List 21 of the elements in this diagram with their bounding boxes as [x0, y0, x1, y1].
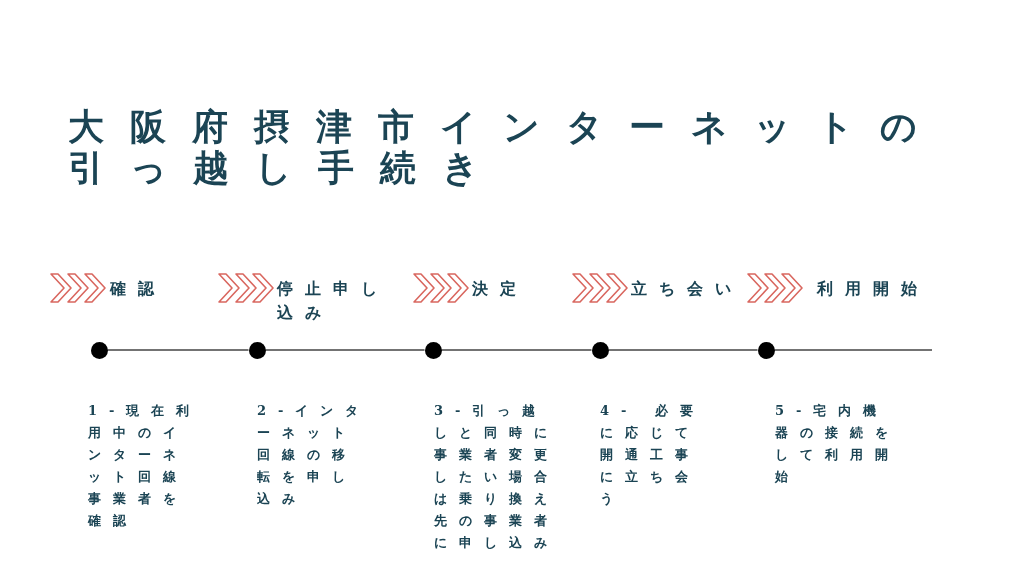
timeline-line [440, 349, 593, 351]
timeline-line [106, 349, 250, 351]
timeline-dot [591, 341, 609, 359]
timeline-line [264, 349, 426, 351]
timeline-line [773, 349, 933, 351]
timeline-dot [424, 341, 442, 359]
step-description: 2-インターネット回線の移転を申し込み [257, 402, 372, 508]
step-description: 1-現在利用中のインターネット回線事業者を確認 [88, 402, 203, 530]
step-heading: 決定 [472, 278, 528, 300]
step-description: 4- 必要に応じて開通工事に立ち会う [600, 402, 706, 508]
step-heading: 立ち会い [631, 278, 743, 300]
timeline-dot [90, 341, 108, 359]
timeline-dot [248, 341, 266, 359]
step-description: 5-宅内機器の接続をして利用開始 [775, 402, 901, 486]
step-description: 3-引っ越しと同時に事業者変更したい場合は乗り換え先の事業者に申し込み [434, 402, 560, 552]
title: 大阪府摂津市インターネットの引っ越し手続き [68, 106, 944, 188]
timeline-line [607, 349, 759, 351]
step-heading: 利用開始 [817, 278, 929, 300]
step-heading: 確認 [110, 278, 166, 300]
step-heading: 停止申し込み [277, 278, 390, 324]
timeline-dot [757, 341, 775, 359]
